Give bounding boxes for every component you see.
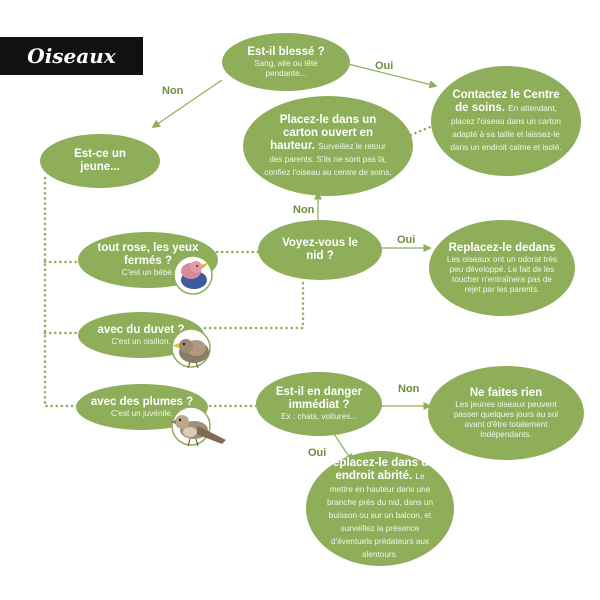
label-oui-centre: Oui (375, 60, 394, 72)
arrow-blesse-centre (339, 61, 438, 89)
label-non-carton: Non (293, 204, 315, 216)
node-nid: Voyez-vous le nid ? (258, 220, 382, 280)
dotted-duvet-nid (203, 281, 305, 330)
node-replacez: Replacez-le dedans Les oiseaux ont un od… (429, 220, 575, 316)
label-non-rien: Non (398, 383, 420, 395)
node-blesse: Est-il blessé ? Sang, aile ou tête penda… (222, 33, 350, 91)
label-oui-abrite: Oui (308, 447, 327, 459)
arrow-blesse-jeune (151, 79, 223, 128)
label-non-jeune: Non (162, 85, 184, 97)
node-jeune: Est-ce un jeune... (40, 134, 160, 188)
node-rien: Ne faites rien Les jeunes oiseaux peuven… (428, 366, 584, 460)
baby-bird-icon (173, 255, 213, 295)
fledgling-bird-icon (171, 328, 211, 369)
juvenile-bird-icon (170, 406, 226, 447)
dotted-jeune-branch (43, 176, 80, 408)
node-danger: Est-il en danger immédiat ? Ex : chats, … (256, 372, 382, 436)
node-abrite: Déplacez-le dans un endroit abrité. Le m… (306, 451, 454, 566)
node-centre: Contactez le Centre de soins. En attenda… (431, 66, 581, 176)
page-title: Oiseaux (0, 37, 143, 75)
label-oui-replacez: Oui (397, 234, 416, 246)
node-carton: Placez-le dans un carton ouvert en haute… (243, 96, 413, 196)
